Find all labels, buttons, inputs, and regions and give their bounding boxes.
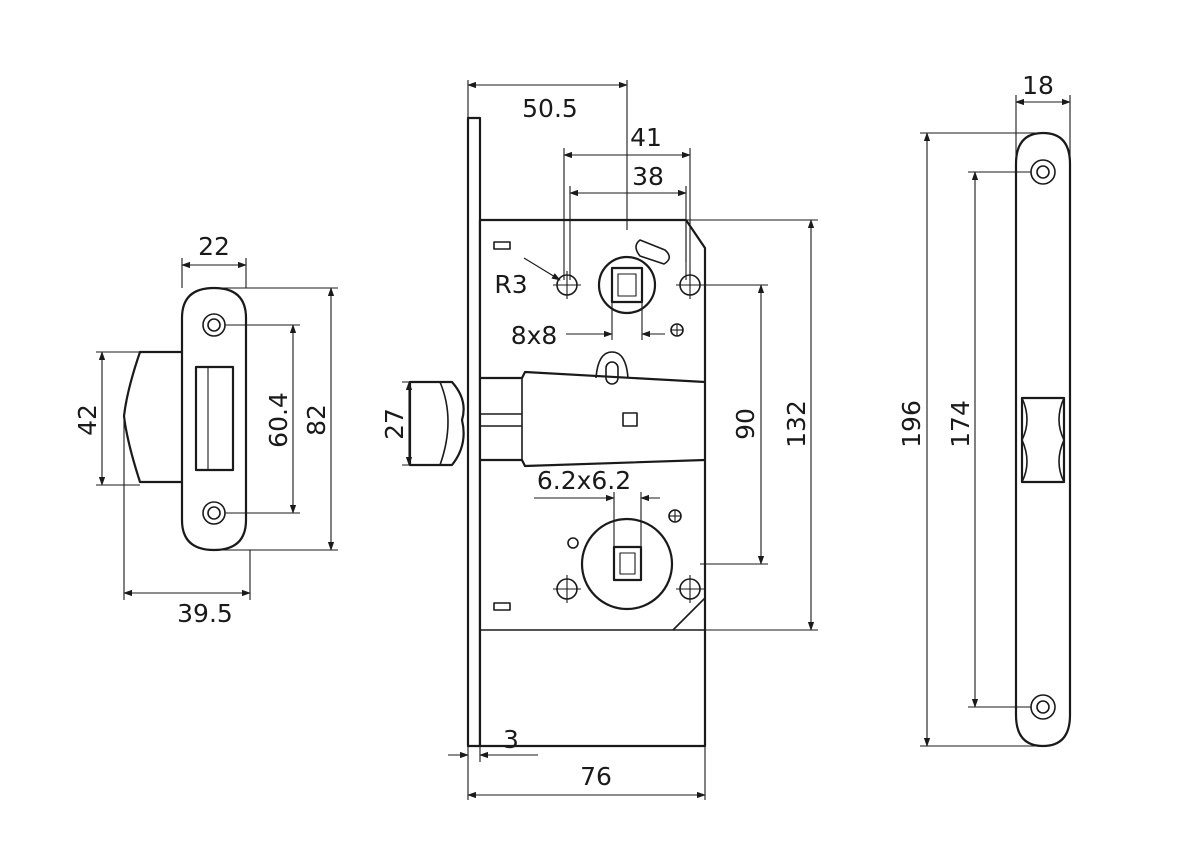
spindle-square-label: 8x8 (511, 321, 558, 350)
body-height-label: 132 (782, 400, 811, 448)
faceplate: 18 196 174 (897, 71, 1072, 748)
spindle-offset-a-label: 41 (630, 123, 662, 152)
strike-width-label: 22 (198, 232, 230, 261)
radius-label: R3 (494, 270, 527, 299)
hole-distance-label: 90 (731, 408, 760, 440)
backset-label: 50.5 (522, 94, 578, 123)
lock-body: 50.5 41 38 R3 8x8 27 6.2x6.2 (380, 80, 818, 800)
strike-hole-spacing-label: 60.4 (264, 392, 293, 448)
faceplate-hole-spacing-label: 174 (946, 400, 975, 448)
strike-total-height-label: 82 (302, 404, 331, 436)
faceplate-thickness-label: 3 (503, 725, 519, 754)
strike-lip-height-label: 42 (73, 404, 102, 436)
faceplate-length-label: 196 (897, 400, 926, 448)
strike-plate: 22 42 60.4 82 39.5 (73, 232, 338, 628)
faceplate-width-label: 18 (1022, 71, 1054, 100)
key-square-label: 6.2x6.2 (537, 466, 631, 495)
spindle-offset-b-label: 38 (632, 162, 664, 191)
strike-total-width-label: 39.5 (177, 599, 233, 628)
latch-height-label: 27 (380, 408, 409, 440)
body-width-label: 76 (580, 762, 612, 791)
